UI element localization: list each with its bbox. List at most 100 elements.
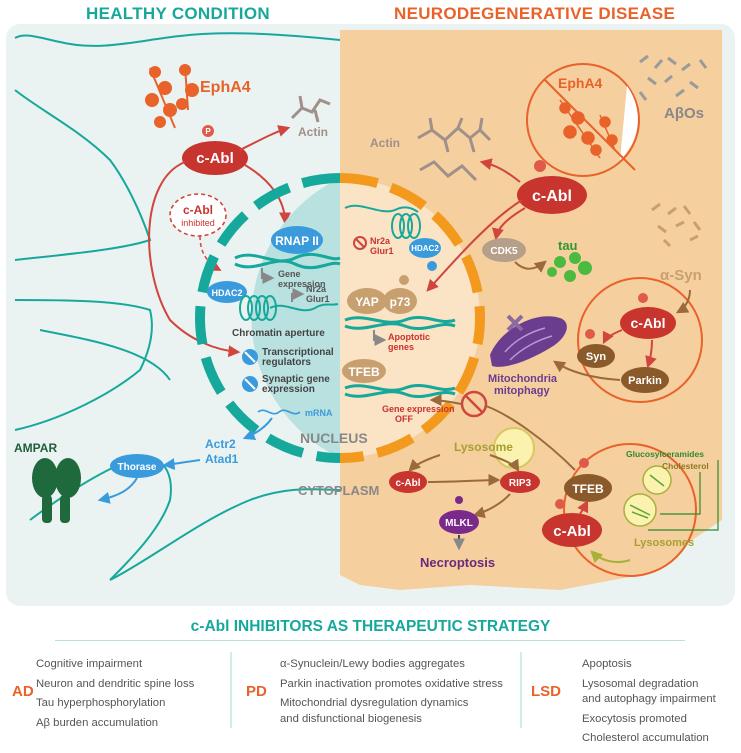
nr2a-label-left: Nr2a bbox=[306, 284, 327, 294]
dna-strand-2b bbox=[344, 322, 456, 331]
parkin-node bbox=[621, 367, 669, 393]
list-item: and disfunctional biogenesis bbox=[280, 712, 422, 725]
cabl-node-pd bbox=[620, 307, 676, 339]
yap-label: YAP bbox=[355, 295, 379, 309]
rnap-label: RNAP II bbox=[275, 234, 319, 248]
nr2a-label-right: Nr2a bbox=[370, 236, 391, 246]
arrow-lyso-rip3 bbox=[489, 454, 520, 473]
cabl-inhibited-label: c-Abl bbox=[183, 203, 213, 217]
arrow-cdk5-tau bbox=[514, 260, 547, 273]
arrow-rip3-mlkl bbox=[472, 493, 511, 518]
rip3-label: RIP3 bbox=[509, 478, 532, 489]
cabl-node-left bbox=[182, 141, 248, 175]
arrow-cabl-actin-right bbox=[479, 158, 521, 183]
pathway-diagram: EphA4 Actin c-Abl P c-Abl inhibited RNAP… bbox=[6, 24, 735, 606]
phospho-marker bbox=[534, 160, 546, 172]
epha4-label-left: EphA4 bbox=[200, 79, 251, 96]
block-icon-slash bbox=[244, 378, 256, 390]
mrna-label: mRNA bbox=[305, 408, 333, 418]
column-divider bbox=[520, 652, 522, 728]
arrow-thorase-ampar bbox=[97, 477, 138, 504]
necroptosis-label: Necroptosis bbox=[420, 555, 495, 570]
hdac2-label-left: HDAC2 bbox=[211, 288, 242, 298]
tfeb-nucleus-label: TFEB bbox=[348, 365, 380, 379]
abeta-oligomers bbox=[638, 54, 708, 101]
synaptic-gene-label-1: Synaptic gene bbox=[262, 374, 330, 385]
glucosylceramides-label: Glucosylceramides bbox=[626, 449, 704, 459]
cdk5-label: CDK5 bbox=[490, 246, 518, 257]
arrow-gene-expr bbox=[261, 268, 275, 284]
yap-node bbox=[347, 288, 387, 314]
tau-label: tau bbox=[558, 238, 578, 253]
membrane-line bbox=[544, 79, 636, 171]
mitochondria-icon bbox=[490, 314, 567, 367]
pd-abbr: PD bbox=[246, 683, 267, 700]
cabl-label-pd: c-Abl bbox=[631, 315, 666, 331]
nuclear-envelope-left bbox=[194, 173, 341, 463]
ampar-label: AMPAR bbox=[14, 441, 57, 455]
list-item: Lysosomal degradation bbox=[582, 677, 699, 690]
pd-inset-circle bbox=[577, 277, 703, 403]
cabl-node-small bbox=[389, 471, 427, 493]
arrow-apoptotic bbox=[373, 330, 387, 346]
arrow-actr2-thorase bbox=[162, 458, 201, 471]
cabl-lsd-node bbox=[542, 513, 602, 547]
list-item: Tau hyperphosphorylation bbox=[36, 697, 166, 709]
dna-strand-1 bbox=[234, 252, 341, 263]
synaptic-gene-label-2: expression bbox=[262, 384, 315, 395]
cabl-label-small: c-Abl bbox=[396, 478, 421, 489]
phospho-marker bbox=[202, 125, 214, 137]
phospho-marker bbox=[638, 293, 648, 303]
arrow-cabl-syn bbox=[602, 329, 623, 345]
dna-strand-3 bbox=[344, 383, 456, 392]
chromatin-aperture-label: Chromatin aperture bbox=[232, 328, 325, 339]
lysosomes-label: Lysosomes bbox=[634, 537, 694, 549]
strategy-divider bbox=[55, 640, 685, 641]
epha4-receptor-right bbox=[559, 99, 618, 159]
list-item: Neuron and dendritic spine loss bbox=[36, 677, 195, 690]
phospho-marker bbox=[455, 496, 463, 504]
arrow-cabl-rip3 bbox=[427, 474, 501, 487]
cdk5-node bbox=[482, 238, 526, 262]
phospho-marker bbox=[399, 275, 409, 285]
parkin-label: Parkin bbox=[628, 375, 662, 387]
ad-abbr: AD bbox=[12, 683, 34, 700]
arrow-mrna-actr2 bbox=[242, 417, 273, 441]
tau-protein bbox=[547, 252, 592, 282]
list-item: Parkin inactivation promotes oxidative s… bbox=[280, 677, 503, 690]
arrow-cabl-p73 bbox=[426, 199, 523, 292]
actin-filament-right bbox=[417, 117, 492, 182]
cabl-label-left: c-Abl bbox=[196, 150, 234, 167]
alpha-syn-label: α-Syn bbox=[660, 267, 702, 284]
actin-label-left: Actin bbox=[298, 125, 328, 139]
gene-off-label-1: Gene expression bbox=[382, 404, 455, 414]
glur1-label-left: Glur1 bbox=[306, 294, 330, 304]
thorase-node bbox=[110, 454, 164, 478]
list-item: and autophagy impairment bbox=[582, 693, 716, 705]
lysosome-label: Lysosome bbox=[454, 440, 513, 454]
transcriptional-label-2: regulators bbox=[262, 357, 311, 368]
arrow-cabl-regulators bbox=[148, 161, 241, 358]
list-item: Aβ burden accumulation bbox=[36, 716, 159, 729]
cabl-label-right: c-Abl bbox=[532, 188, 572, 205]
atad1-label: Atad1 bbox=[205, 452, 239, 466]
arrow-cabl-actin bbox=[239, 125, 291, 151]
arrow-nr2a bbox=[291, 288, 305, 302]
lsd-abbr: LSD bbox=[531, 683, 561, 700]
thorase-label: Thorase bbox=[118, 462, 157, 473]
epha4-receptor-left: EphA4 bbox=[145, 64, 251, 129]
list-item: Cholesterol accumulation bbox=[582, 732, 709, 744]
p73-label: p73 bbox=[390, 295, 411, 309]
dna-strand-1b bbox=[234, 259, 341, 270]
tfeb-nucleus-node bbox=[342, 359, 386, 383]
list-item: Mitochondrial dysregulation dynamics bbox=[280, 697, 469, 709]
dna-strand-3b bbox=[344, 390, 456, 399]
arrow-cabl-tfeb-lsd bbox=[577, 499, 589, 515]
gene-expression-label-1: Gene bbox=[278, 269, 301, 279]
block-icon-slash bbox=[465, 395, 483, 413]
healthy-condition-header: HEALTHY CONDITION bbox=[86, 4, 270, 23]
neurodegenerative-disease-header: NEURODEGENERATIVE DISEASE bbox=[394, 4, 676, 23]
mitochondria-label-2: mitophagy bbox=[494, 385, 550, 397]
abos-label: AβOs bbox=[664, 105, 704, 122]
block-icon-slash bbox=[355, 238, 365, 248]
